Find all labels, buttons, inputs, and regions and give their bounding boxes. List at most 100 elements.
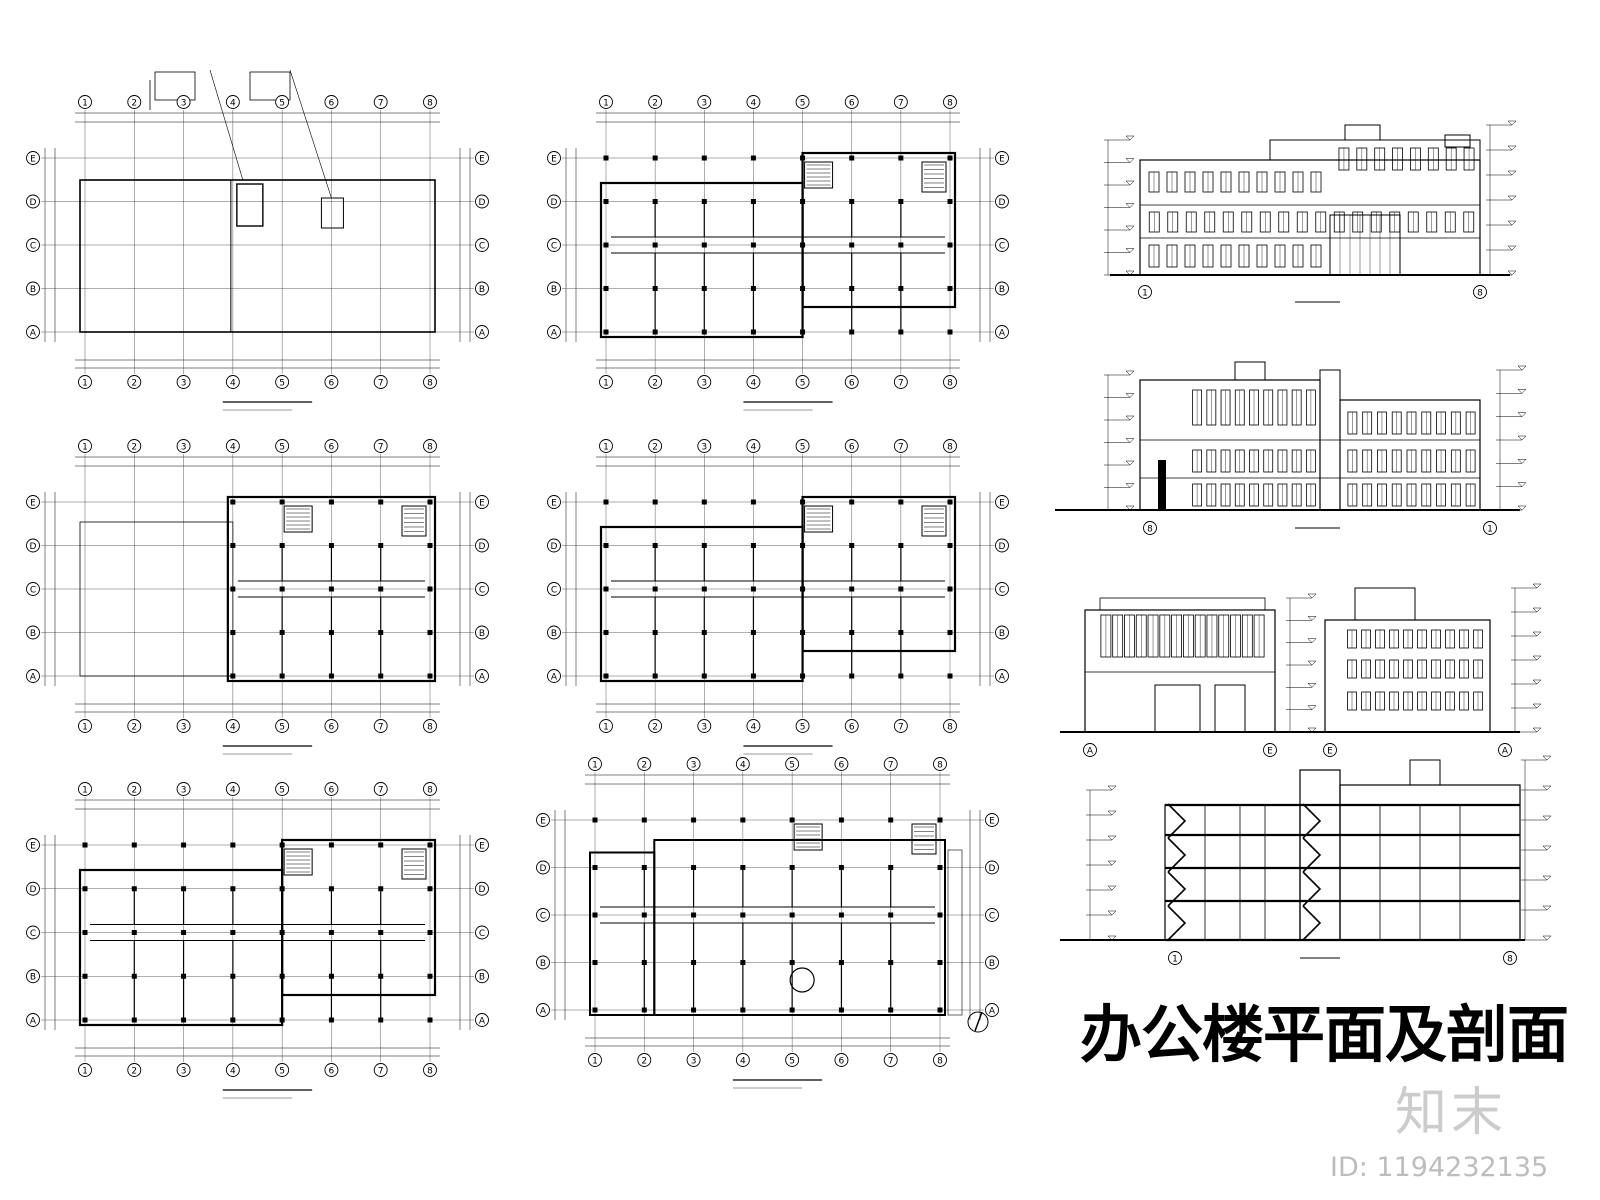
svg-text:6: 6 bbox=[329, 98, 335, 108]
svg-text:D: D bbox=[551, 542, 558, 552]
svg-text:7: 7 bbox=[378, 722, 384, 732]
svg-text:E: E bbox=[540, 816, 546, 826]
svg-text:2: 2 bbox=[131, 378, 137, 388]
axis-bubble-icon: 6 bbox=[324, 95, 339, 109]
svg-text:7: 7 bbox=[898, 378, 904, 388]
svg-text:A: A bbox=[30, 328, 37, 338]
svg-text:3: 3 bbox=[181, 722, 187, 732]
axis-bubble-icon: C bbox=[26, 582, 40, 596]
svg-text:5: 5 bbox=[800, 98, 806, 108]
svg-text:B: B bbox=[999, 629, 1005, 639]
svg-text:3: 3 bbox=[181, 442, 187, 452]
svg-text:3: 3 bbox=[701, 722, 707, 732]
svg-text:6: 6 bbox=[329, 442, 335, 452]
axis-bubble-icon: D bbox=[26, 538, 40, 553]
svg-text:C: C bbox=[479, 929, 485, 939]
axis-bubble-icon: 6 bbox=[324, 1063, 339, 1077]
svg-text:C: C bbox=[551, 585, 557, 595]
svg-text:E: E bbox=[479, 498, 485, 508]
svg-text:1: 1 bbox=[1142, 288, 1148, 298]
svg-text:B: B bbox=[999, 285, 1005, 295]
axis-bubble-icon: 6 bbox=[834, 1053, 849, 1067]
axis-bubble-icon: 8 bbox=[423, 439, 437, 453]
axis-bubble-icon: D bbox=[475, 194, 489, 209]
axis-bubble-icon: 8 bbox=[423, 1063, 437, 1077]
svg-text:1: 1 bbox=[82, 785, 88, 795]
svg-text:D: D bbox=[479, 542, 486, 552]
axis-bubble-icon: E bbox=[995, 495, 1009, 509]
svg-text:D: D bbox=[479, 885, 486, 895]
axis-bubble-icon: E bbox=[26, 495, 40, 509]
svg-text:1: 1 bbox=[82, 1066, 88, 1076]
axis-bubble-icon: A bbox=[1498, 743, 1512, 757]
svg-text:2: 2 bbox=[131, 722, 137, 732]
axis-bubble-icon: 1 bbox=[78, 95, 92, 109]
svg-text:7: 7 bbox=[378, 378, 384, 388]
axis-bubble-icon: C bbox=[26, 238, 40, 252]
axis-bubble-icon: 5 bbox=[275, 439, 290, 453]
axis-bubble-icon: 4 bbox=[746, 375, 761, 389]
svg-text:7: 7 bbox=[888, 760, 894, 770]
svg-text:A: A bbox=[989, 1006, 996, 1016]
axis-bubble-icon: 8 bbox=[423, 782, 437, 796]
axis-bubble-icon: 6 bbox=[844, 95, 859, 109]
axis-bubble-icon: 2 bbox=[127, 375, 142, 389]
svg-text:8: 8 bbox=[947, 722, 953, 732]
axis-bubble-icon: A bbox=[995, 669, 1009, 683]
axis-bubble-icon: 7 bbox=[373, 439, 388, 453]
svg-text:D: D bbox=[540, 864, 547, 874]
svg-text:3: 3 bbox=[701, 378, 707, 388]
svg-text:4: 4 bbox=[230, 98, 236, 108]
svg-text:5: 5 bbox=[789, 760, 795, 770]
svg-text:5: 5 bbox=[279, 442, 285, 452]
svg-text:D: D bbox=[999, 198, 1006, 208]
axis-bubble-icon: 1 bbox=[78, 719, 92, 733]
svg-text:5: 5 bbox=[279, 722, 285, 732]
axis-bubble-icon: 2 bbox=[648, 439, 663, 453]
axis-bubble-icon: 7 bbox=[373, 1063, 388, 1077]
svg-text:5: 5 bbox=[789, 1056, 795, 1066]
svg-text:3: 3 bbox=[181, 785, 187, 795]
svg-text:2: 2 bbox=[131, 442, 137, 452]
svg-text:1: 1 bbox=[1487, 524, 1493, 534]
svg-text:E: E bbox=[479, 154, 485, 164]
svg-text:E: E bbox=[30, 498, 36, 508]
svg-text:2: 2 bbox=[652, 378, 658, 388]
axis-bubble-icon: E bbox=[475, 151, 489, 165]
axis-bubble-icon: 1 bbox=[78, 1063, 92, 1077]
axis-bubble-icon: 4 bbox=[746, 439, 761, 453]
svg-text:8: 8 bbox=[1477, 288, 1483, 298]
axis-bubble-icon: 6 bbox=[324, 782, 339, 796]
axis-bubble-icon: 4 bbox=[225, 782, 240, 796]
axis-bubble-icon: E bbox=[1263, 743, 1277, 757]
svg-text:1: 1 bbox=[82, 378, 88, 388]
svg-text:5: 5 bbox=[279, 785, 285, 795]
svg-text:E: E bbox=[30, 154, 36, 164]
svg-text:E: E bbox=[30, 841, 36, 851]
axis-bubble-icon: 1 bbox=[1168, 951, 1182, 965]
svg-text:7: 7 bbox=[888, 1056, 894, 1066]
svg-text:1: 1 bbox=[592, 760, 598, 770]
axis-bubble-icon: 7 bbox=[893, 439, 908, 453]
sheet-title: 办公楼平面及剖面 bbox=[1080, 998, 1569, 1071]
svg-text:3: 3 bbox=[691, 760, 697, 770]
svg-text:A: A bbox=[479, 328, 486, 338]
axis-bubble-icon: C bbox=[547, 582, 561, 596]
axis-bubble-icon: 7 bbox=[373, 719, 388, 733]
svg-text:1: 1 bbox=[603, 722, 609, 732]
svg-text:6: 6 bbox=[849, 442, 855, 452]
svg-text:C: C bbox=[989, 911, 995, 921]
axis-bubble-icon: A bbox=[26, 669, 40, 683]
axis-bubble-icon: 5 bbox=[275, 782, 290, 796]
svg-text:5: 5 bbox=[800, 378, 806, 388]
svg-text:6: 6 bbox=[329, 1066, 335, 1076]
axis-bubble-icon: 6 bbox=[844, 439, 859, 453]
axis-bubble-icon: 1 bbox=[78, 439, 92, 453]
axis-bubble-icon: 4 bbox=[746, 719, 761, 733]
svg-text:B: B bbox=[479, 629, 485, 639]
svg-text:3: 3 bbox=[181, 378, 187, 388]
